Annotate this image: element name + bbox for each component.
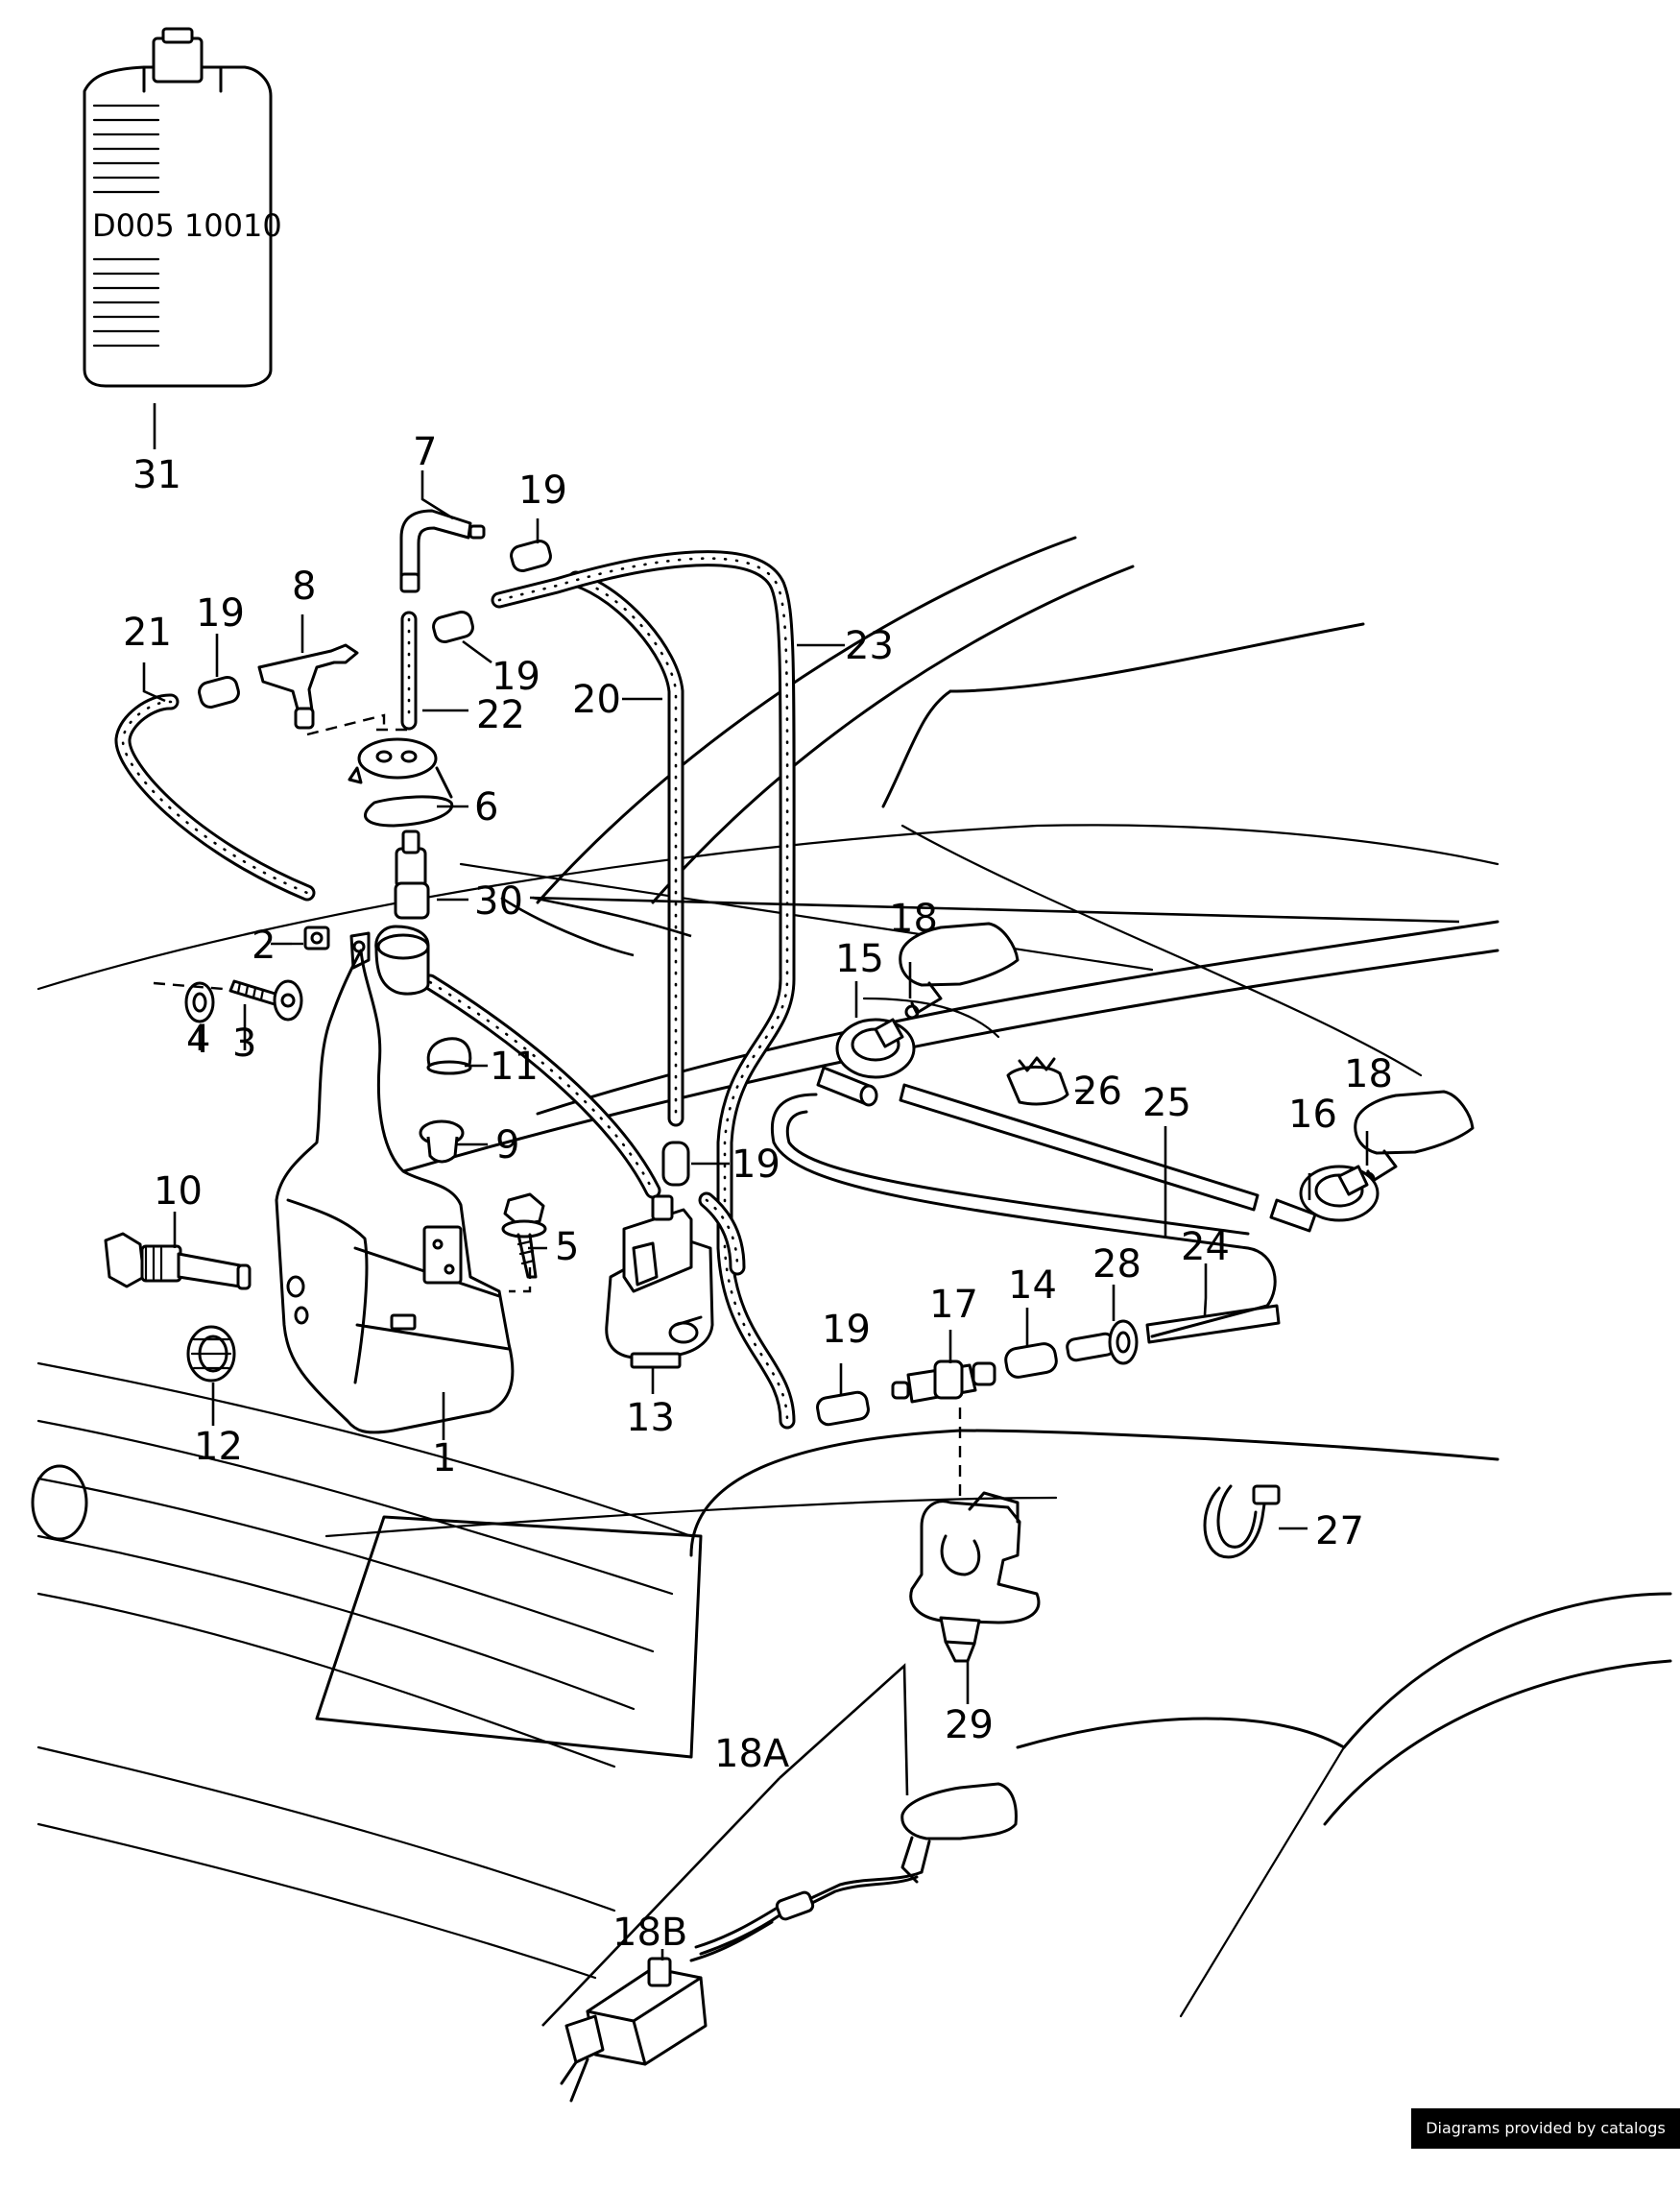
hose-21 xyxy=(114,693,316,902)
callout-19: 19 xyxy=(492,655,540,699)
callout-20: 20 xyxy=(572,678,621,722)
callout-23: 23 xyxy=(845,624,894,668)
hose-reservoir-to-pump xyxy=(421,974,661,1199)
callout-13: 13 xyxy=(626,1396,675,1440)
callout-2: 2 xyxy=(252,924,276,968)
hose-connectors-19 xyxy=(198,540,870,1427)
callout-18b-text: 18B xyxy=(612,1911,687,1955)
washer-reservoir-1 xyxy=(275,925,515,1434)
callout-26: 26 xyxy=(1073,1070,1122,1114)
jet-nozzle-18-upper xyxy=(899,922,1020,1020)
grommet-11 xyxy=(426,1037,472,1075)
sleeve-14 xyxy=(1004,1342,1058,1379)
washer-fluid-bottle: D005 10010 xyxy=(83,27,282,449)
car-body-outline xyxy=(31,536,1672,2018)
clip-2 xyxy=(303,926,330,950)
callout-4: 4 xyxy=(186,1018,210,1062)
grommet-28 xyxy=(1066,1319,1139,1365)
callout-5: 5 xyxy=(555,1225,579,1269)
callout-3: 3 xyxy=(232,1022,256,1066)
elbow-connector-7 xyxy=(399,509,486,593)
callout-11: 11 xyxy=(490,1045,539,1089)
washer-pump-13 xyxy=(605,1194,714,1369)
cap-15 xyxy=(816,1018,916,1107)
callout-19: 19 xyxy=(822,1308,871,1352)
callout-labels: 31 7 19 8 19 21 19 22 20 23 6 30 2 4 3 1… xyxy=(123,430,1393,1747)
cap-16 xyxy=(1269,1165,1380,1233)
callout-25: 25 xyxy=(1142,1081,1191,1125)
level-sensor-10 xyxy=(104,1232,252,1290)
callout-19: 19 xyxy=(518,469,567,513)
washer-4 xyxy=(184,981,215,1023)
grommet-9 xyxy=(419,1119,465,1164)
callout-18: 18 xyxy=(889,897,938,941)
callout-21: 21 xyxy=(123,611,172,655)
dashed-line-3-4 xyxy=(153,981,224,991)
valve-6 xyxy=(348,737,454,828)
dashed-line-8 xyxy=(306,713,386,736)
jet-nozzle-18-lower xyxy=(1354,1090,1475,1187)
callout-10: 10 xyxy=(154,1169,203,1214)
t-connector-8 xyxy=(257,643,359,730)
callout-24: 24 xyxy=(1181,1225,1230,1269)
dashed-line-5 xyxy=(509,1267,532,1293)
hose-24 xyxy=(770,1093,1277,1338)
wiring-harness xyxy=(689,1870,924,1962)
screw-3 xyxy=(228,979,303,1022)
callout-18a-text: 18A xyxy=(714,1732,790,1776)
connector-18b xyxy=(560,1957,708,2103)
hose-23 xyxy=(491,550,796,1430)
hose-pump-outlet xyxy=(698,1191,746,1276)
bolt-5 xyxy=(501,1192,547,1279)
check-valve-17 xyxy=(891,1359,996,1404)
callout-31: 31 xyxy=(132,453,181,497)
leader-lines xyxy=(142,470,1460,2027)
callout-19: 19 xyxy=(196,591,245,636)
callout-9: 9 xyxy=(495,1123,519,1167)
callout-17: 17 xyxy=(929,1283,978,1327)
heated-nozzle-18a xyxy=(900,1782,1018,1884)
callout-19: 19 xyxy=(732,1143,780,1187)
bottle-label-stripes xyxy=(92,104,160,348)
callout-27: 27 xyxy=(1315,1509,1364,1553)
grommet-12 xyxy=(186,1325,236,1383)
cable-tie-27 xyxy=(1203,1484,1281,1559)
hose-20 xyxy=(567,570,684,1127)
callout-22: 22 xyxy=(476,693,525,737)
hose-line-28 xyxy=(1145,1304,1281,1344)
callout-6: 6 xyxy=(474,785,498,830)
grommet-30 xyxy=(394,830,430,920)
credit-footer: Diagrams provided by catalogs parts xyxy=(1411,2108,1680,2177)
holder-29 xyxy=(909,1491,1041,1663)
clip-26 xyxy=(1006,1056,1069,1106)
callout-7: 7 xyxy=(413,430,437,474)
bottle-part-code: D005 10010 xyxy=(92,207,282,244)
callout-29: 29 xyxy=(945,1703,994,1747)
callout-28: 28 xyxy=(1092,1242,1141,1287)
callout-15: 15 xyxy=(835,937,884,981)
callout-14: 14 xyxy=(1008,1263,1057,1308)
callout-1: 1 xyxy=(432,1436,456,1480)
callout-12: 12 xyxy=(194,1425,243,1469)
hose-25 xyxy=(899,1083,1260,1212)
callout-8: 8 xyxy=(292,565,316,609)
callout-30: 30 xyxy=(474,879,523,924)
callout-16: 16 xyxy=(1288,1093,1337,1137)
callout-18: 18 xyxy=(1344,1052,1393,1096)
